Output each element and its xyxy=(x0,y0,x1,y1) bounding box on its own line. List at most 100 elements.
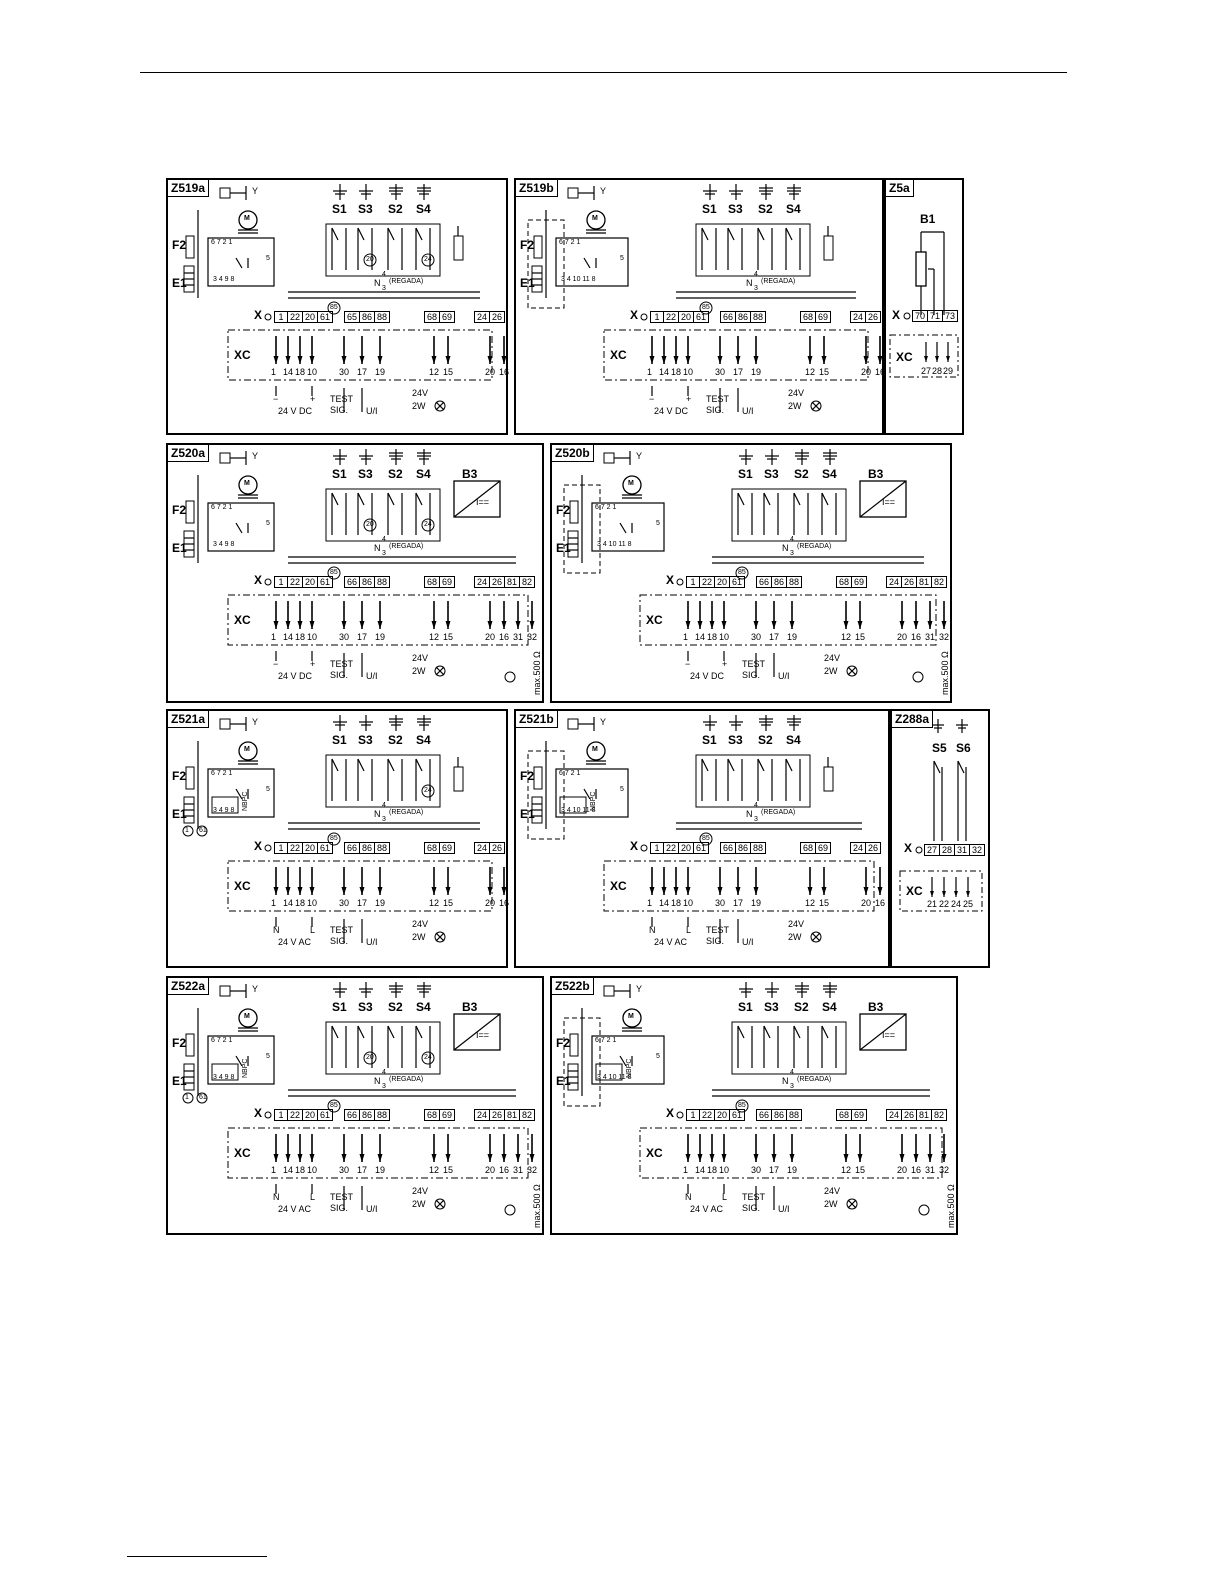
xc-pin-number: 20 xyxy=(485,632,496,642)
marker-label-85: 85 xyxy=(330,304,338,311)
x-terminal: 1 xyxy=(650,311,664,323)
xc-pin xyxy=(954,891,958,897)
xc-pin xyxy=(359,887,365,895)
xc-pin-number: 19 xyxy=(751,898,762,908)
xc-label: XC xyxy=(896,350,913,364)
x-terminal: 86 xyxy=(359,1109,376,1121)
lamp-symbol xyxy=(434,931,446,943)
x-label: X xyxy=(666,1106,675,1120)
x-label: X xyxy=(630,308,639,322)
test-label: TEST xyxy=(742,1192,766,1202)
panel-title: Z522b xyxy=(552,978,594,995)
valve-y-label: Y xyxy=(636,984,643,994)
xc-pin-number: 16 xyxy=(499,1165,510,1175)
xc-pin xyxy=(487,621,493,629)
transducer-block xyxy=(859,1013,907,1051)
xc-pin-number: 16 xyxy=(911,1165,922,1175)
relay-top-numbers: 6 7 2 1 xyxy=(211,770,233,777)
xc-pin-number: 12 xyxy=(429,898,440,908)
xc-pin xyxy=(341,1154,347,1162)
panel-title: Z519b xyxy=(516,180,558,197)
xc-pin-number: 14 xyxy=(283,898,294,908)
x-label: X xyxy=(254,308,263,322)
motor-m-label: M xyxy=(244,746,250,753)
xc-pin-number: 14 xyxy=(659,367,670,377)
supply-label: 24 V DC xyxy=(690,671,725,681)
xc-label: XC xyxy=(234,879,251,893)
bus-n-sup: 4 xyxy=(382,536,386,543)
marker-circle-24 xyxy=(421,518,435,532)
panel-title: Z522a xyxy=(168,978,210,995)
x-terminal: 26 xyxy=(901,1109,918,1121)
xc-pin xyxy=(697,1154,703,1162)
x-terminal: 24 xyxy=(850,311,867,323)
terminal-circle xyxy=(182,1092,194,1104)
x-terminal: 24 xyxy=(886,576,903,588)
motor-m-label: M xyxy=(244,480,250,487)
lamp-wattage: 2W xyxy=(412,401,426,411)
x-terminal: 71 xyxy=(927,310,944,322)
motor-m-label: M xyxy=(592,746,598,753)
valve-y-label: Y xyxy=(636,451,643,461)
x-terminal: 20 xyxy=(678,842,695,854)
x-terminal: 24 xyxy=(886,1109,903,1121)
xc-pin-number: 21 xyxy=(927,899,938,909)
switch-label-s1: S1 xyxy=(332,733,347,747)
xc-pin xyxy=(924,356,928,362)
x-terminal: 68 xyxy=(424,311,441,323)
xc-pin-number: 12 xyxy=(429,367,440,377)
fuse-f2-symbol xyxy=(185,500,195,524)
marker-circle-85 xyxy=(327,301,341,315)
bus-regada-label: (REGADA) xyxy=(797,543,832,550)
marker-circle-85 xyxy=(327,832,341,846)
relay-block xyxy=(555,237,629,287)
supply-label: 24 V AC xyxy=(654,937,688,947)
xc-pin-number: 20 xyxy=(897,632,908,642)
supply-sign-1: N xyxy=(685,1192,692,1202)
switch-label-s4: S4 xyxy=(822,1000,837,1014)
x-terminal: 22 xyxy=(287,576,304,588)
lamp-wattage: 2W xyxy=(824,666,838,676)
xc-pin xyxy=(661,887,667,895)
x-terminal: 82 xyxy=(519,1109,536,1121)
marker-circle-24 xyxy=(421,1051,435,1065)
xc-pin xyxy=(913,621,919,629)
xc-pin-number: 30 xyxy=(715,898,726,908)
xc-pin xyxy=(359,621,365,629)
xc-pin-number: 32 xyxy=(939,1165,950,1175)
fuse-f2-symbol xyxy=(533,235,543,259)
nbpc-label: NBPC xyxy=(242,791,249,811)
marker-label-85: 85 xyxy=(702,835,710,842)
panel-title: Z520b xyxy=(552,445,594,462)
relay-bottom-numbers: 3 4 10 11 8 xyxy=(561,276,596,283)
xc-pin xyxy=(877,887,883,895)
xc-pin-number: 25 xyxy=(963,899,974,909)
xc-pin-number: 17 xyxy=(769,632,780,642)
f2-label: F2 xyxy=(520,238,535,252)
e1-label: E1 xyxy=(172,276,187,290)
wiring-lines xyxy=(182,715,507,943)
relay-bottom-numbers: 3 4 9 8 xyxy=(213,1074,235,1081)
ui-label: U/I xyxy=(742,406,754,416)
x-terminal: 22 xyxy=(663,311,680,323)
e1-label: E1 xyxy=(172,541,187,555)
xc-pin-number: 17 xyxy=(357,632,368,642)
xc-pin-number: 19 xyxy=(375,367,386,377)
relay-block xyxy=(591,1035,665,1085)
valve-y-symbol xyxy=(219,718,231,730)
xc-pin xyxy=(821,356,827,364)
marker-label-85: 85 xyxy=(330,569,338,576)
bus-n-sub: 3 xyxy=(790,1083,794,1090)
relay-side-number: 5 xyxy=(266,255,270,262)
x-terminal: 20 xyxy=(678,311,695,323)
x-terminal: 61 xyxy=(317,1109,334,1121)
bus-n-label: N xyxy=(782,1076,789,1086)
lamp-voltage: 24V xyxy=(412,1186,429,1196)
